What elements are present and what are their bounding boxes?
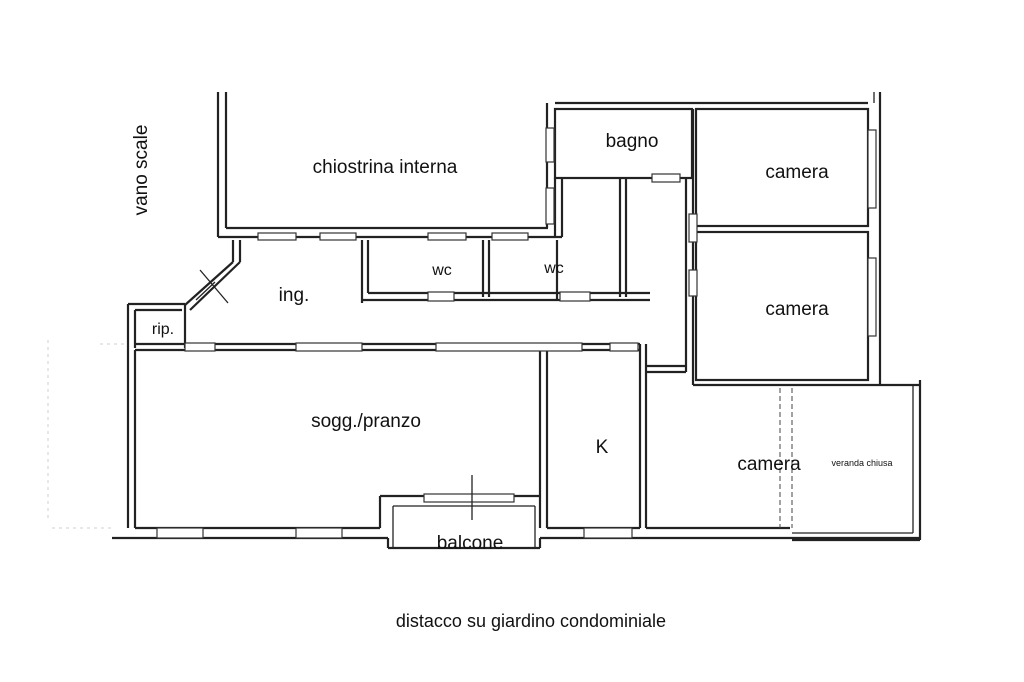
- windows: [156, 127, 877, 539]
- label-soggiorno: sogg./pranzo: [311, 411, 421, 432]
- label-wc-2: wc: [543, 260, 564, 277]
- walls: [112, 92, 922, 550]
- door-openings: [184, 173, 698, 352]
- label-chiostrina: chiostrina interna: [313, 157, 458, 178]
- label-camera-2: camera: [765, 299, 829, 320]
- label-camera-3: camera: [737, 454, 801, 475]
- room-labels: vano scale chiostrina interna bagno came…: [131, 125, 893, 631]
- label-wc-1: wc: [431, 262, 452, 279]
- label-bagno: bagno: [606, 131, 659, 152]
- label-cucina: K: [596, 437, 609, 458]
- label-veranda: veranda chiusa: [831, 458, 892, 468]
- label-camera-1: camera: [765, 162, 829, 183]
- label-ingresso: ing.: [279, 285, 310, 306]
- label-balcone: balcone: [437, 533, 504, 554]
- caption: distacco su giardino condominiale: [396, 611, 666, 631]
- faint-lines: [47, 340, 125, 529]
- label-ripostiglio: rip.: [152, 321, 174, 338]
- label-vano-scale: vano scale: [131, 125, 152, 216]
